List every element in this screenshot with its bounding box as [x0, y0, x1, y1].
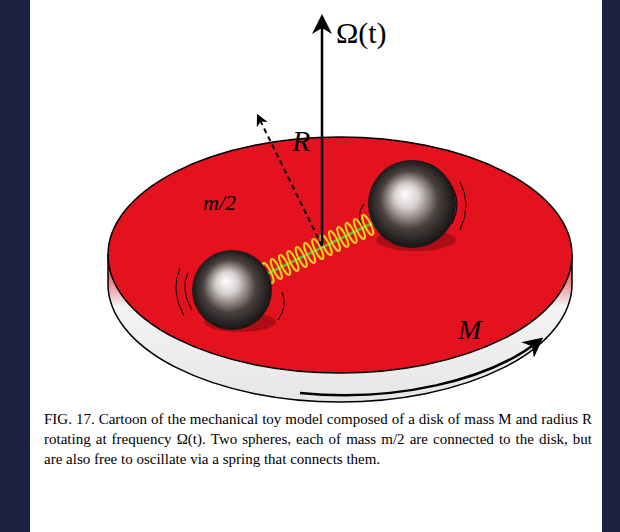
spring-winding — [344, 222, 359, 244]
spring-winding — [335, 226, 350, 248]
spring-winding — [269, 258, 284, 280]
rotation-arrow — [300, 340, 540, 395]
sphere-mass-label: m/2 — [203, 192, 236, 214]
left-sphere — [192, 250, 272, 330]
spring-winding — [352, 218, 367, 240]
omega-label: Ω(t) — [336, 18, 387, 48]
spring-winding — [285, 250, 300, 272]
spring-winding — [277, 254, 292, 276]
spring-winding — [302, 242, 317, 264]
spring-winding — [327, 230, 342, 252]
figure-caption: FIG. 17. Cartoon of the mechanical toy m… — [44, 410, 592, 469]
right-sphere — [368, 160, 456, 248]
radius-line — [258, 116, 322, 246]
spring-winding — [294, 246, 309, 268]
radius-label: R — [292, 126, 310, 156]
disk-top — [108, 137, 572, 373]
omega-axis-arrow — [321, 18, 324, 246]
disk-mass-label: M — [458, 316, 481, 344]
